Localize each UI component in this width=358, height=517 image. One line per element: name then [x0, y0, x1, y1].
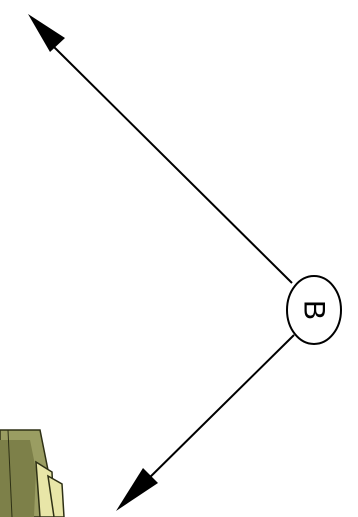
point-b-label: B	[298, 300, 331, 320]
book-cover-shadow	[0, 440, 36, 517]
